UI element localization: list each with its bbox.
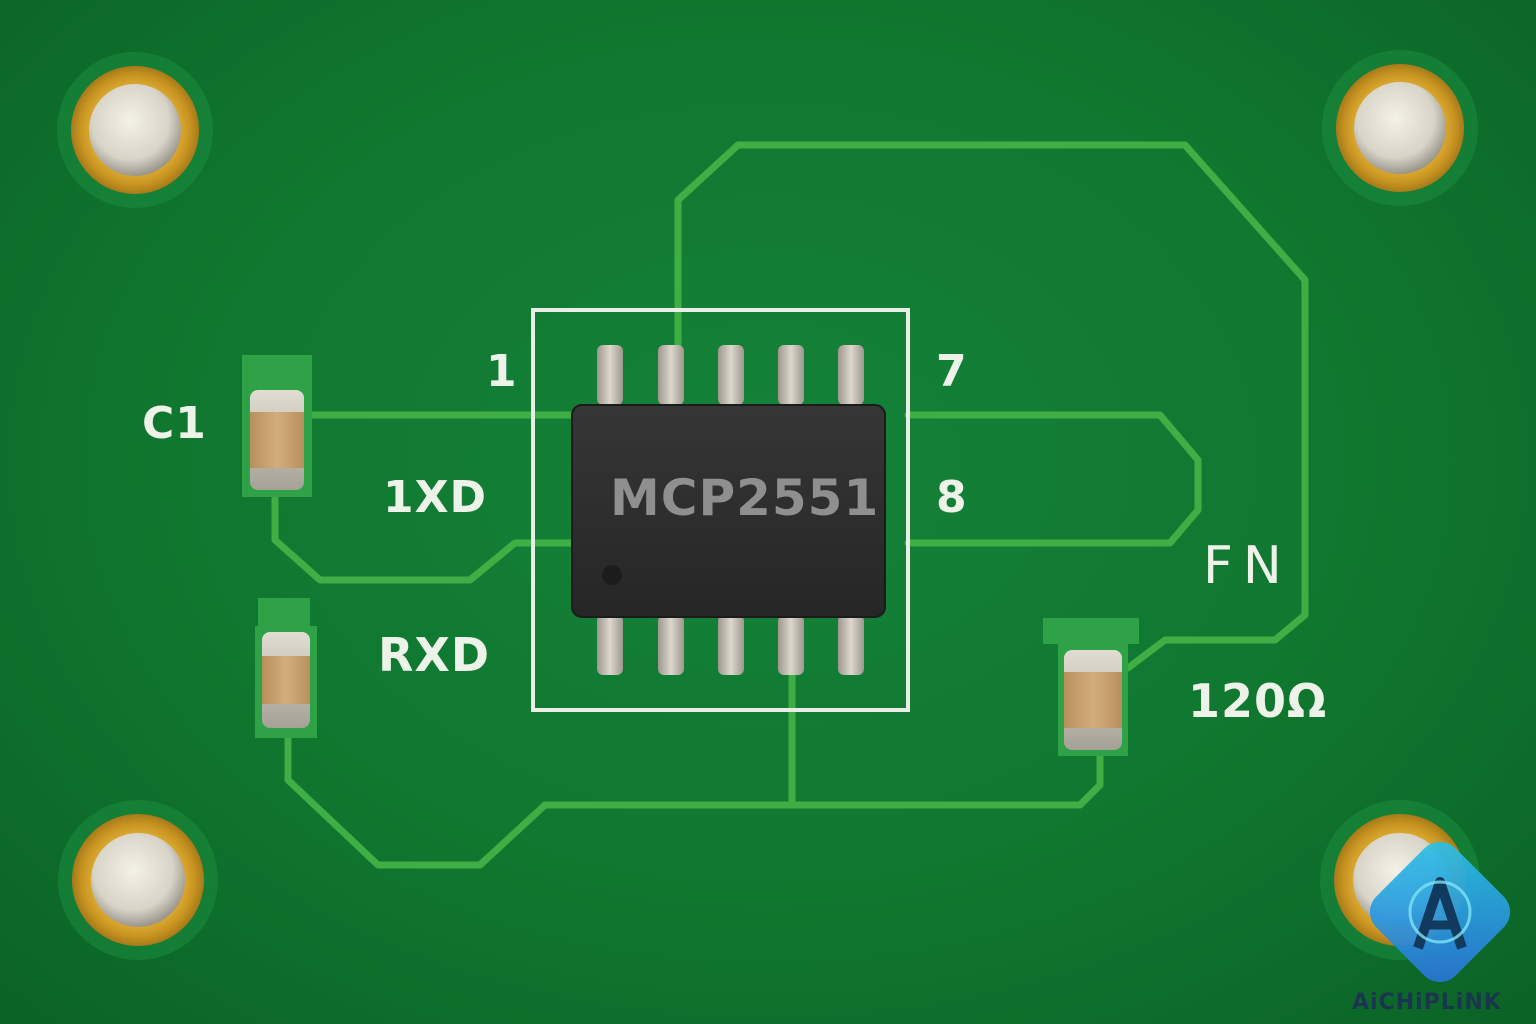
- label-txd: 1XD: [383, 472, 488, 523]
- trace-top-loop: [674, 141, 1309, 672]
- component-rxd: [255, 598, 317, 738]
- chip-pins-top: [597, 345, 864, 405]
- trace-bottom: [284, 734, 1104, 869]
- label-pin-7: 7: [936, 346, 968, 397]
- trace-c1-to-txd: [271, 491, 576, 584]
- logo-letter-icon: [1408, 877, 1472, 950]
- mounting-hole-top-left: [57, 52, 213, 208]
- label-rxd: RXD: [378, 628, 491, 682]
- copper-traces: [271, 141, 1309, 869]
- label-fn: FN: [1203, 536, 1292, 596]
- chip-part-number: MCP2551: [610, 469, 880, 527]
- label-resistor-value: 120Ω: [1188, 674, 1328, 728]
- mounting-holes: [57, 50, 1480, 960]
- label-pin-1: 1: [486, 346, 518, 397]
- label-pin-8: 8: [936, 472, 968, 523]
- logo-icon: [1369, 841, 1511, 983]
- chip-pins-bottom: [597, 615, 864, 675]
- capacitor-c1: [242, 355, 312, 497]
- resistor-120-ohm: [1043, 618, 1139, 756]
- chip-pin1-dot: [602, 565, 622, 585]
- watermark-brand: AiCHiPLiNK: [1352, 990, 1502, 1015]
- chip-silkscreen-outline: [531, 308, 910, 712]
- trace-right-loop: [904, 411, 1202, 547]
- mounting-hole-top-right: [1322, 50, 1478, 206]
- mounting-hole-bottom-left: [58, 800, 218, 960]
- chip-body: [571, 404, 886, 618]
- label-c1: C1: [142, 398, 207, 449]
